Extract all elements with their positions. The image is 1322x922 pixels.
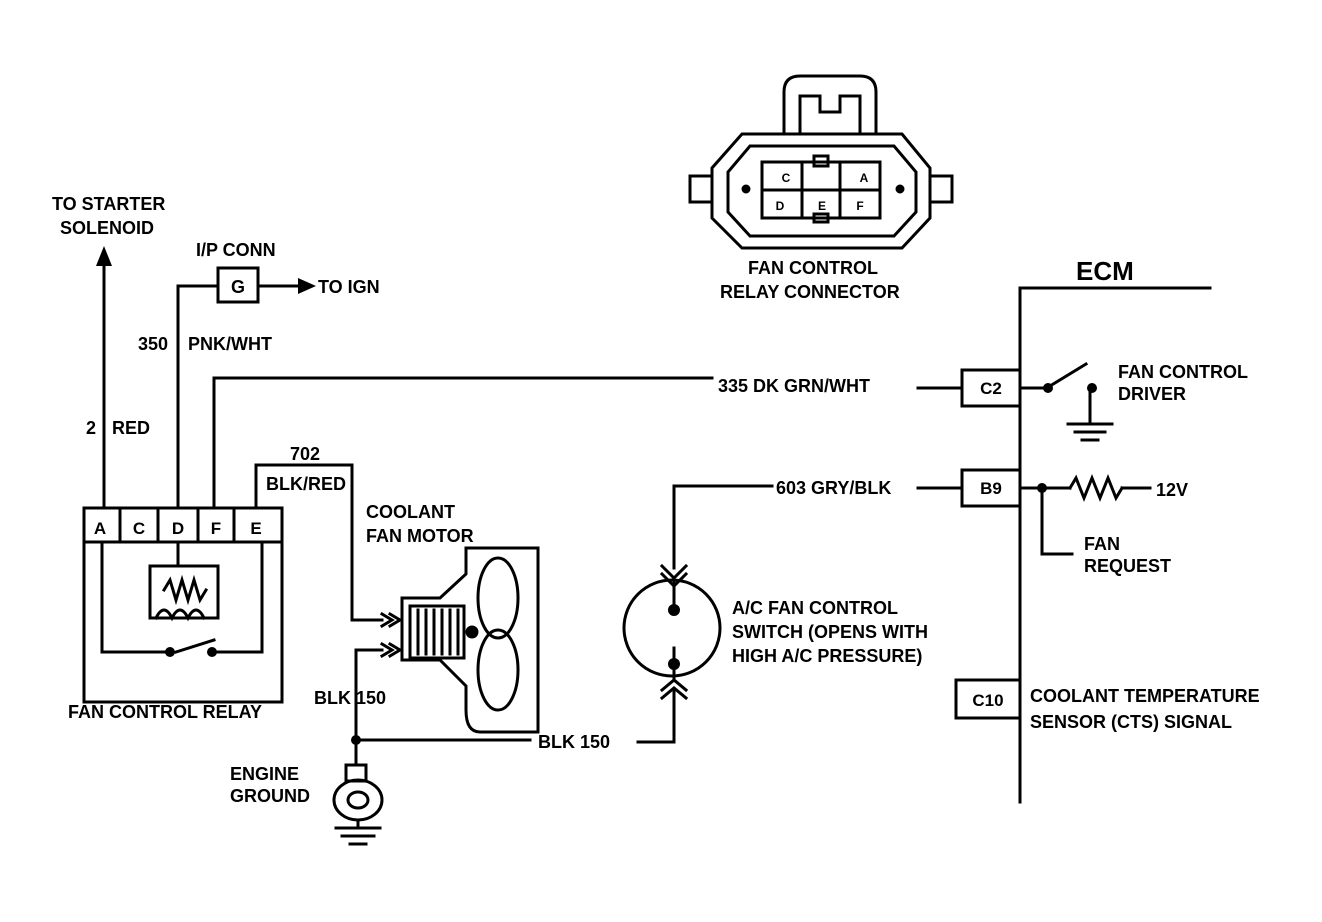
relay-pin-e: E (250, 519, 261, 538)
connector-pin-d: D (776, 199, 785, 213)
label-pin-c2: C2 (980, 379, 1002, 398)
label-wire-603: 603 GRY/BLK (776, 478, 891, 498)
arrow-to-ign (298, 278, 316, 294)
label-ac-switch-1: A/C FAN CONTROL (732, 598, 898, 618)
wire-335 (212, 376, 714, 510)
label-wire-350-color: PNK/WHT (188, 334, 272, 354)
relay-pin-c: C (133, 519, 145, 538)
fan-control-relay-box (82, 506, 284, 704)
wire-blk-150-left (354, 648, 384, 742)
label-ac-switch-3: HIGH A/C PRESSURE) (732, 646, 922, 666)
label-ecm: ECM (1076, 256, 1134, 286)
label-to-starter-2: SOLENOID (60, 218, 154, 238)
relay-switch-contacts (100, 540, 264, 654)
label-cts-2: SENSOR (CTS) SIGNAL (1030, 712, 1232, 732)
engine-ground (332, 763, 384, 846)
label-blk150-left: BLK 150 (314, 688, 386, 708)
label-wire-2-color: RED (112, 418, 150, 438)
connector-pin-a: A (860, 171, 869, 185)
label-to-ign: TO IGN (318, 277, 380, 297)
label-wire-335: 335 DK GRN/WHT (718, 376, 870, 396)
relay-pin-f: F (211, 519, 221, 538)
label-12v: 12V (1156, 480, 1188, 500)
arrow-to-starter (96, 246, 112, 266)
label-wire-350: 350 (138, 334, 168, 354)
label-wire-2: 2 (86, 418, 96, 438)
label-fan-driver-1: FAN CONTROL (1118, 362, 1248, 382)
label-connector-title-2: RELAY CONNECTOR (720, 282, 900, 302)
label-fan-request-2: REQUEST (1084, 556, 1171, 576)
label-pin-b9: B9 (980, 479, 1002, 498)
label-fan-driver-2: DRIVER (1118, 384, 1186, 404)
label-connector-title-1: FAN CONTROL (748, 258, 878, 278)
label-fan-control-relay: FAN CONTROL RELAY (68, 702, 262, 722)
label-coolant-fan-2: FAN MOTOR (366, 526, 474, 546)
label-ip-conn-pin: G (231, 277, 245, 297)
label-engine-ground-1: ENGINE (230, 764, 299, 784)
coolant-fan-motor (379, 546, 540, 734)
label-fan-request-1: FAN (1084, 534, 1120, 554)
label-wire-702: 702 (290, 444, 320, 464)
relay-connector-drawing (688, 74, 954, 250)
relay-pin-a: A (94, 519, 106, 538)
wire-350-pnk-wht (176, 284, 220, 510)
label-engine-ground-2: GROUND (230, 786, 310, 806)
label-pin-c10: C10 (972, 691, 1003, 710)
label-wire-702-color: BLK/RED (266, 474, 346, 494)
connector-pin-c: C (782, 171, 791, 185)
connector-pin-e: E (818, 199, 826, 213)
label-ip-conn: I/P CONN (196, 240, 276, 260)
connector-pin-f: F (856, 199, 863, 213)
label-ac-switch-2: SWITCH (OPENS WITH (732, 622, 928, 642)
ecm-module (954, 286, 1212, 804)
relay-pin-d: D (172, 519, 184, 538)
relay-coil (148, 540, 220, 622)
wire-702-blk-red (254, 463, 384, 622)
label-cts-1: COOLANT TEMPERATURE (1030, 686, 1260, 706)
label-blk150-bottom: BLK 150 (538, 732, 610, 752)
ac-fan-control-switch (622, 484, 774, 744)
label-coolant-fan-1: COOLANT (366, 502, 455, 522)
label-to-starter-1: TO STARTER (52, 194, 165, 214)
